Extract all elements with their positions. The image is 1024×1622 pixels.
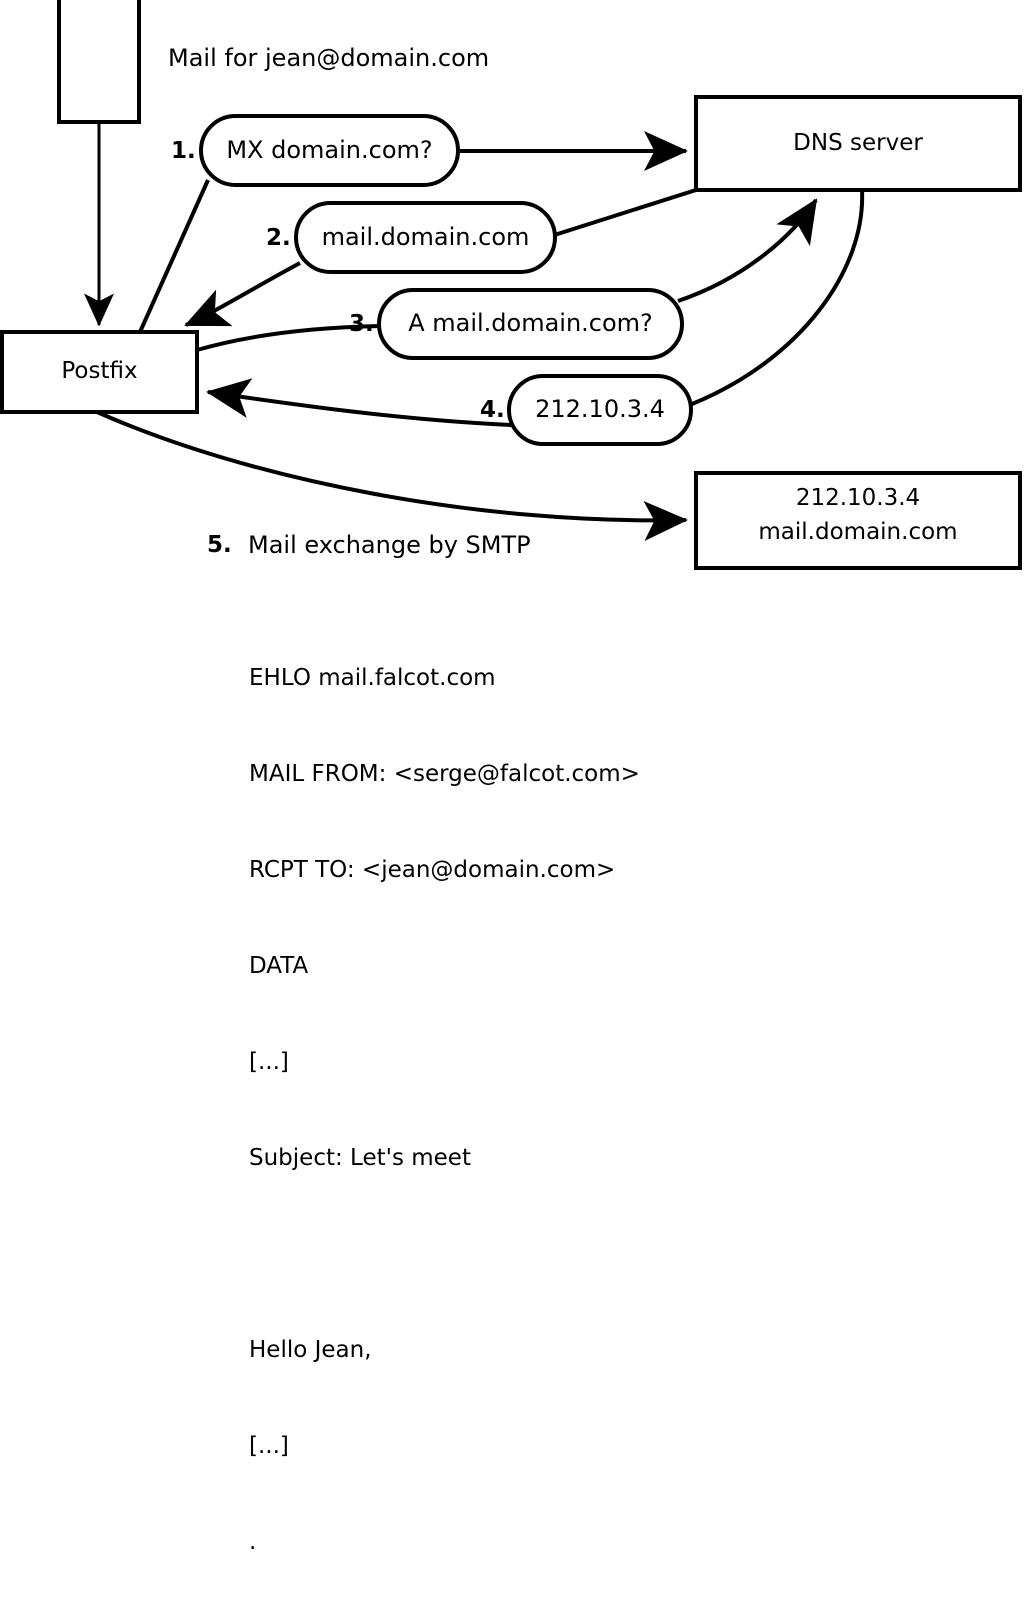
smtp-transcript: EHLO mail.falcot.com MAIL FROM: <serge@f… [249,598,640,1622]
node-label-mailserver-ip: 212.10.3.4 [795,485,921,511]
header-mail-for: Mail for jean@domain.com [168,44,490,72]
node-layer [0,0,1022,570]
node-label-postfix: Postfix [61,358,138,384]
step-number-5: 5. [207,532,232,558]
bubble-step3 [377,288,684,360]
node-mailserver-box [694,471,1022,570]
bubble-step2 [294,201,557,274]
bubble-step1 [199,114,460,187]
transcript-line: EHLO mail.falcot.com [249,665,496,691]
step-number-1: 1. [171,138,196,164]
transcript-line: Hello Jean, [249,1337,372,1363]
step-number-4: 4. [480,397,505,423]
node-sender-box [57,0,141,124]
edge-postfix-to-mailserver [96,410,688,542]
node-postfix-box [0,330,199,414]
step-label-4: 212.10.3.4 [535,395,665,423]
step-label-5: Mail exchange by SMTP [248,531,531,559]
connector-layer [84,122,865,542]
step-label-1: MX domain.com? [226,136,433,164]
step-label-3: A mail.domain.com? [408,309,653,337]
edge-postfix-to-step3 [196,324,381,352]
transcript-blank-line [249,1238,640,1270]
bubble-step4 [507,374,693,446]
transcript-line: [...] [249,1433,289,1459]
transcript-line: DATA [249,953,309,979]
transcript-line: MAIL FROM: <serge@falcot.com> [249,761,640,787]
transcript-line: Subject: Let's meet [249,1145,471,1171]
transcript-line: [...] [249,1049,289,1075]
step-number-3: 3. [349,311,374,337]
step-number-2: 2. [266,225,291,251]
node-dns-box [694,95,1022,192]
edge-step2-to-postfix [184,261,301,327]
transcript-line: . [249,1529,257,1555]
transcript-line: RCPT TO: <jean@domain.com> [249,857,616,883]
edge-step4-to-postfix [206,378,513,427]
edge-postfix-to-step1 [138,179,210,333]
edge-step3-to-dns [677,198,818,303]
node-label-mailserver-host: mail.domain.com [758,519,958,545]
edge-dns-to-step4 [691,189,865,406]
edge-dns-to-step2 [544,188,697,240]
node-label-dns-server: DNS server [793,130,923,156]
diagram-canvas: Mail for jean@domain.com Postfix DNS ser… [0,0,1024,1555]
step-label-2: mail.domain.com [321,223,530,251]
